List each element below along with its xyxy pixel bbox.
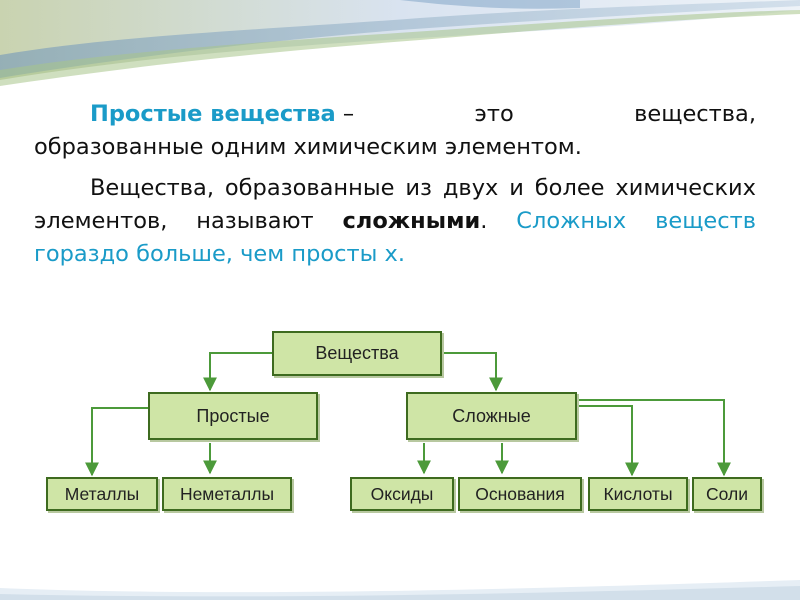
node-bases: Основания <box>458 477 582 511</box>
diagram-connectors <box>85 352 731 477</box>
period: . <box>480 208 488 234</box>
bottom-wave-decoration <box>0 580 800 600</box>
definition-line-2: образованные одним химическим элементом. <box>34 134 582 160</box>
word-eto: это <box>474 101 514 127</box>
node-metals: Металлы <box>46 477 158 511</box>
node-nonmetals: Неметаллы <box>162 477 292 511</box>
arrow-simple-to-metals <box>85 407 148 477</box>
top-wave-decoration <box>0 0 800 86</box>
comparison-sentence: Сложных веществ гораздо больше, чем прос… <box>34 208 756 267</box>
arrow-complex-to-salts <box>577 399 731 477</box>
node-salts: Соли <box>692 477 762 511</box>
definition-paragraph: Простые вещества – это вещества, образов… <box>34 98 756 164</box>
node-oxides: Оксиды <box>350 477 454 511</box>
node-complex: Сложные <box>406 392 577 440</box>
complex-definition-text: Вещества, образованные из двух и более х… <box>34 175 756 234</box>
node-acids: Кислоты <box>588 477 688 511</box>
arrow-root-to-complex <box>442 352 503 392</box>
arrow-complex-to-acids <box>577 405 639 477</box>
complex-substances-paragraph: Вещества, образованные из двух и более х… <box>34 172 756 271</box>
substances-classification-diagram: Вещества Простые Сложные Металлы Неметал… <box>34 320 774 525</box>
simple-substances-term: Простые вещества <box>90 101 336 127</box>
node-substances: Вещества <box>272 331 442 376</box>
node-simple: Простые <box>148 392 318 440</box>
arrow-root-to-simple <box>203 352 272 392</box>
complex-term: сложными <box>342 208 481 234</box>
dash: – <box>342 101 355 127</box>
word-veshchestva: вещества, <box>634 101 756 127</box>
